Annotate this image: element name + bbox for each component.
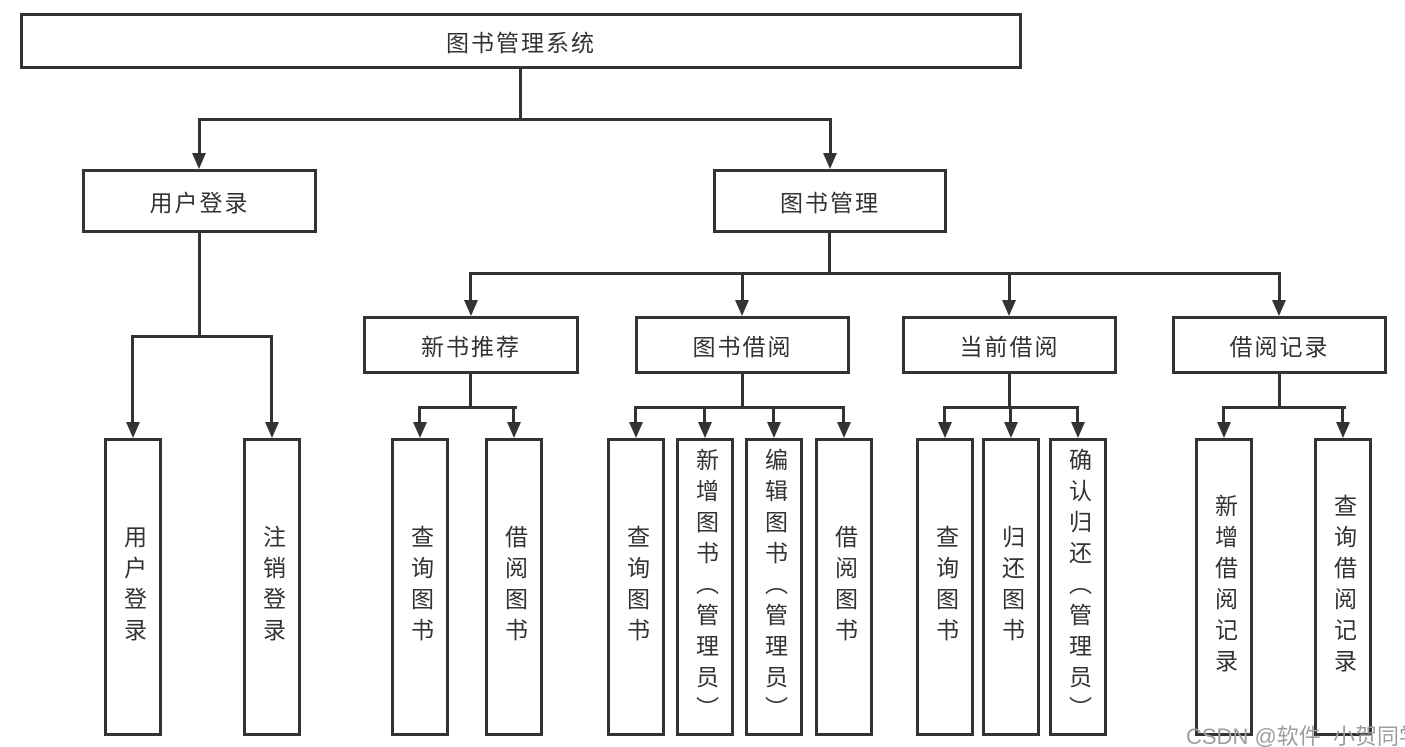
node-new-book-recommendation: 新书推荐: [363, 316, 579, 374]
connector-line: [943, 406, 946, 422]
arrow-down-icon: [1217, 422, 1231, 438]
leaf-query-borrow-record: 查询借阅记录: [1314, 438, 1372, 736]
leaf-label: 借阅图书: [831, 525, 858, 649]
connector-line: [1008, 374, 1011, 409]
connector-line: [469, 374, 472, 409]
arrow-down-icon: [735, 300, 749, 316]
node-user-login: 用户登录: [82, 169, 317, 233]
arrow-down-icon: [698, 422, 712, 438]
arrow-down-icon: [1071, 422, 1085, 438]
connector-line: [634, 406, 845, 409]
leaf-query-books-borrow: 查询图书: [607, 438, 665, 736]
leaf-label: 查询图书: [407, 525, 434, 649]
arrow-down-icon: [126, 422, 140, 438]
connector-line: [741, 374, 744, 409]
connector-line: [703, 406, 706, 422]
arrow-down-icon: [629, 422, 643, 438]
connector-line: [270, 335, 273, 422]
leaf-user-login: 用户登录: [104, 438, 162, 736]
leaf-borrow-books-recommend: 借阅图书: [485, 438, 543, 736]
arrow-down-icon: [192, 153, 206, 169]
leaf-query-books-recommend: 查询图书: [391, 438, 449, 736]
connector-line: [198, 118, 832, 121]
leaf-label: 注销登录: [259, 525, 286, 649]
connector-line: [198, 233, 201, 338]
connector-line: [741, 272, 744, 300]
connector-line: [1009, 406, 1012, 422]
leaf-borrow-books: 借阅图书: [815, 438, 873, 736]
leaf-label: 确认归还（管理员）: [1065, 447, 1092, 727]
leaf-query-books-current: 查询图书: [916, 438, 974, 736]
leaf-edit-books-admin: 编辑图书（管理员）: [745, 438, 803, 736]
connector-line: [1278, 272, 1281, 300]
node-label: 借阅记录: [1229, 334, 1330, 360]
connector-line: [519, 69, 522, 121]
connector-line: [469, 272, 1281, 275]
arrow-down-icon: [837, 422, 851, 438]
leaf-confirm-return-admin: 确认归还（管理员）: [1049, 438, 1107, 736]
node-label: 新书推荐: [421, 334, 521, 360]
connector-line: [842, 406, 845, 422]
csdn-watermark: CSDN @软件_小贺同学: [1186, 724, 1405, 747]
arrow-down-icon: [1004, 422, 1018, 438]
connector-line: [131, 335, 134, 422]
leaf-logout: 注销登录: [243, 438, 301, 736]
node-label: 图书管理: [780, 190, 880, 216]
node-library-management-system: 图书管理系统: [20, 13, 1022, 69]
connector-line: [418, 406, 517, 409]
connector-line: [1076, 406, 1079, 422]
node-label: 图书借阅: [692, 334, 793, 360]
arrow-down-icon: [1002, 300, 1016, 316]
leaf-label: 新增借阅记录: [1211, 494, 1238, 680]
connector-line: [1222, 406, 1225, 422]
connector-line: [418, 406, 421, 422]
leaf-label: 查询借阅记录: [1330, 494, 1357, 680]
leaf-label: 新增图书（管理员）: [692, 447, 719, 727]
arrow-down-icon: [464, 300, 478, 316]
node-label: 用户登录: [149, 190, 250, 216]
leaf-label: 查询图书: [932, 525, 959, 649]
node-label: 图书管理系统: [446, 30, 596, 56]
node-label: 当前借阅: [959, 334, 1060, 360]
connector-line: [131, 335, 273, 338]
connector-line: [1222, 406, 1346, 409]
node-book-management: 图书管理: [713, 169, 947, 233]
connector-line: [828, 233, 831, 275]
connector-line: [512, 406, 515, 422]
leaf-label: 查询图书: [623, 525, 650, 649]
node-borrowing-records: 借阅记录: [1172, 316, 1387, 374]
leaf-return-books: 归还图书: [982, 438, 1040, 736]
arrow-down-icon: [823, 153, 837, 169]
arrow-down-icon: [1272, 300, 1286, 316]
connector-line: [772, 406, 775, 422]
connector-line: [1008, 272, 1011, 300]
leaf-label: 归还图书: [998, 525, 1025, 649]
arrow-down-icon: [1336, 422, 1350, 438]
connector-line: [829, 118, 832, 154]
connector-line: [1278, 374, 1281, 409]
connector-line: [198, 118, 201, 154]
connector-line: [634, 406, 637, 422]
node-current-borrowing: 当前借阅: [902, 316, 1117, 374]
arrow-down-icon: [767, 422, 781, 438]
leaf-label: 用户登录: [120, 525, 147, 649]
connector-line: [1341, 406, 1344, 422]
leaf-add-borrow-record: 新增借阅记录: [1195, 438, 1253, 736]
connector-line: [469, 272, 472, 300]
arrow-down-icon: [507, 422, 521, 438]
leaf-add-books-admin: 新增图书（管理员）: [676, 438, 734, 736]
leaf-label: 编辑图书（管理员）: [761, 447, 788, 727]
arrow-down-icon: [265, 422, 279, 438]
node-book-borrowing: 图书借阅: [635, 316, 850, 374]
leaf-label: 借阅图书: [501, 525, 528, 649]
arrow-down-icon: [413, 422, 427, 438]
arrow-down-icon: [938, 422, 952, 438]
